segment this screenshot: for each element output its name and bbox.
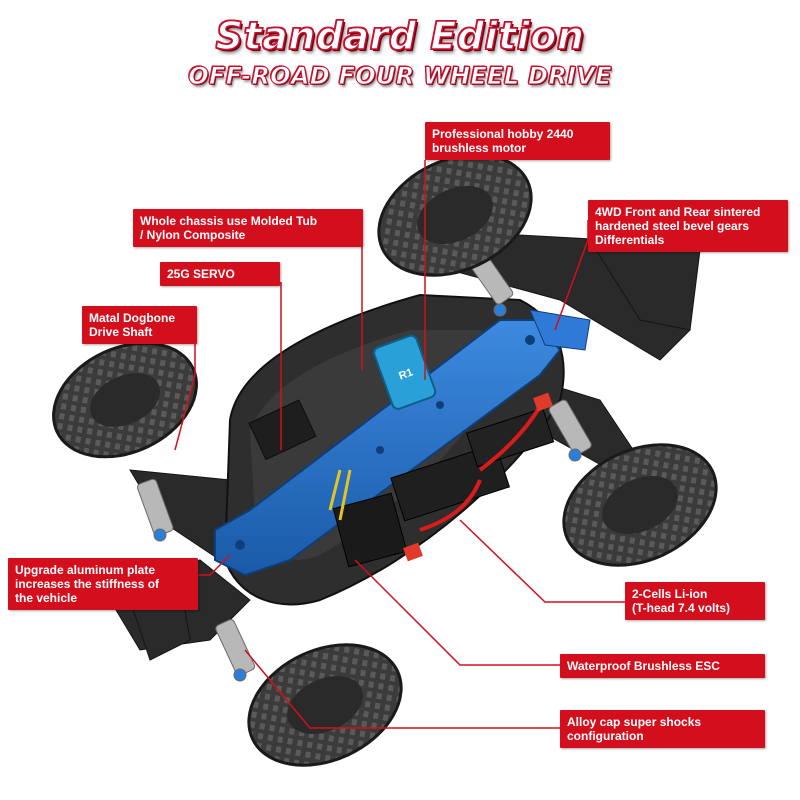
callout-differentials: 4WD Front and Rear sintered hardened ste… <box>588 200 788 252</box>
callout-chassis: Whole chassis use Molded Tub / Nylon Com… <box>133 209 363 247</box>
callout-dogbone-line2: Drive Shaft <box>89 325 153 339</box>
aluminum-plate <box>214 309 591 577</box>
callout-aluminum-plate: Upgrade aluminum plate increases the sti… <box>8 558 198 610</box>
callout-dogbone-line1: Matal Dogbone <box>89 311 175 325</box>
electronics <box>328 392 555 568</box>
callout-shocks-line2: configuration <box>567 729 644 743</box>
callout-plate-line1: Upgrade aluminum plate <box>15 563 156 577</box>
page-title: Standard Edition <box>215 13 585 59</box>
callout-servo: 25G SERVO <box>160 262 280 286</box>
callout-battery: 2-Cells Li-ion (T-head 7.4 volts) <box>625 582 765 620</box>
callout-diff-line2: hardened steel bevel gears <box>595 219 750 233</box>
callout-shocks: Alloy cap super shocks configuration <box>560 710 765 748</box>
tire-front-right <box>377 153 533 277</box>
shocks <box>136 250 592 682</box>
page-subtitle: OFF-ROAD FOUR WHEEL DRIVE <box>188 62 612 91</box>
motor-label: R1 <box>397 366 414 382</box>
callout-plate-line3: the vehicle <box>15 591 78 605</box>
callout-motor: Professional hobby 2440 brushless motor <box>425 122 610 160</box>
callout-motor-line2: brushless motor <box>432 141 527 155</box>
tire-rear-left <box>247 643 403 767</box>
leader-lines <box>174 160 625 729</box>
callout-chassis-line2: / Nylon Composite <box>140 228 246 242</box>
callout-motor-line1: Professional hobby 2440 <box>432 127 574 141</box>
callout-diff-line1: 4WD Front and Rear sintered <box>595 205 761 219</box>
tire-front-left <box>52 341 198 459</box>
brushless-motor: R1 <box>373 334 437 410</box>
callout-shocks-line1: Alloy cap super shocks <box>567 715 702 729</box>
callout-battery-line2: (T-head 7.4 volts) <box>632 601 731 615</box>
callout-servo-line1: 25G SERVO <box>167 267 235 281</box>
callout-esc: Waterproof Brushless ESC <box>560 654 765 678</box>
tires <box>52 153 718 767</box>
callout-dogbone: Matal Dogbone Drive Shaft <box>82 306 197 344</box>
callout-esc-line1: Waterproof Brushless ESC <box>567 659 720 673</box>
tire-rear-right <box>562 443 718 567</box>
callout-battery-line1: 2-Cells Li-ion <box>632 587 708 601</box>
callout-diff-line3: Differentials <box>595 233 665 247</box>
callout-plate-line2: increases the stiffness of <box>15 577 160 591</box>
callout-chassis-line1: Whole chassis use Molded Tub <box>140 214 318 228</box>
